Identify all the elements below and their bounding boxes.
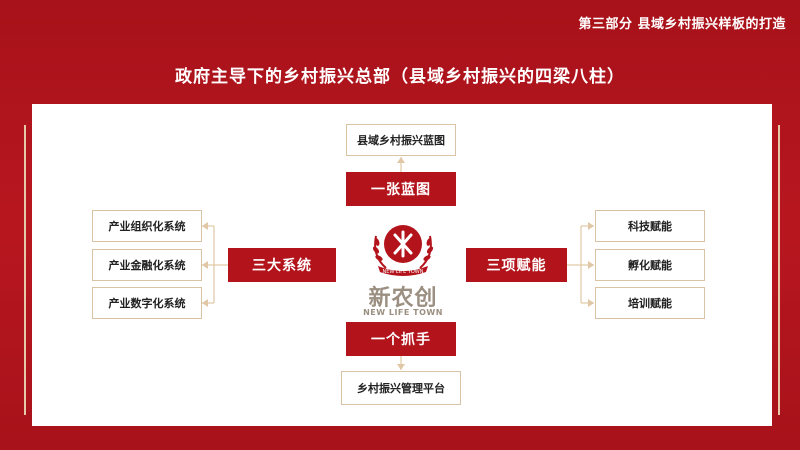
right-decorative-line — [778, 125, 780, 415]
logo-chinese-text: 新农创 — [368, 285, 438, 311]
three-empowerments-label: 三项赋能 — [466, 248, 567, 282]
section-title: 第三部分 县域乡村振兴样板的打造 — [578, 17, 786, 32]
logo-english-text: NEW LIFE TOWN — [363, 308, 443, 317]
right-item-1: 科技赋能 — [595, 210, 705, 242]
blueprint-item-box: 县域乡村振兴蓝图 — [346, 124, 456, 156]
logo-ribbon-text: NEW LIFE TOWN — [383, 269, 424, 275]
arrow-right-3 — [588, 299, 594, 307]
left-item-2: 产业金融化系统 — [92, 249, 202, 281]
arrow-left-1 — [202, 222, 208, 230]
arrow-right-2 — [588, 261, 594, 269]
arrow-up — [397, 157, 405, 163]
left-decorative-line — [24, 125, 26, 415]
page-title: 政府主导下的乡村振兴总部（县域乡村振兴的四梁八柱） — [175, 67, 625, 87]
logo-emblem-icon: NEW LIFE TOWN — [372, 225, 434, 276]
three-systems-label: 三大系统 — [228, 248, 336, 282]
blueprint-label: 一张蓝图 — [346, 172, 456, 206]
right-item-2: 孵化赋能 — [595, 249, 705, 281]
arrow-right-1 — [588, 222, 594, 230]
arrow-down — [397, 364, 405, 370]
left-item-3: 产业数字化系统 — [92, 287, 202, 319]
left-item-1: 产业组织化系统 — [92, 210, 202, 242]
management-platform-box: 乡村振兴管理平台 — [341, 371, 461, 405]
right-item-3: 培训赋能 — [595, 287, 705, 319]
arrow-left-2 — [202, 261, 208, 269]
new-life-town-logo: NEW LIFE TOWN 新农创 NEW LIFE TOWN — [360, 218, 446, 318]
handle-label: 一个抓手 — [346, 322, 456, 356]
arrow-left-3 — [202, 299, 208, 307]
